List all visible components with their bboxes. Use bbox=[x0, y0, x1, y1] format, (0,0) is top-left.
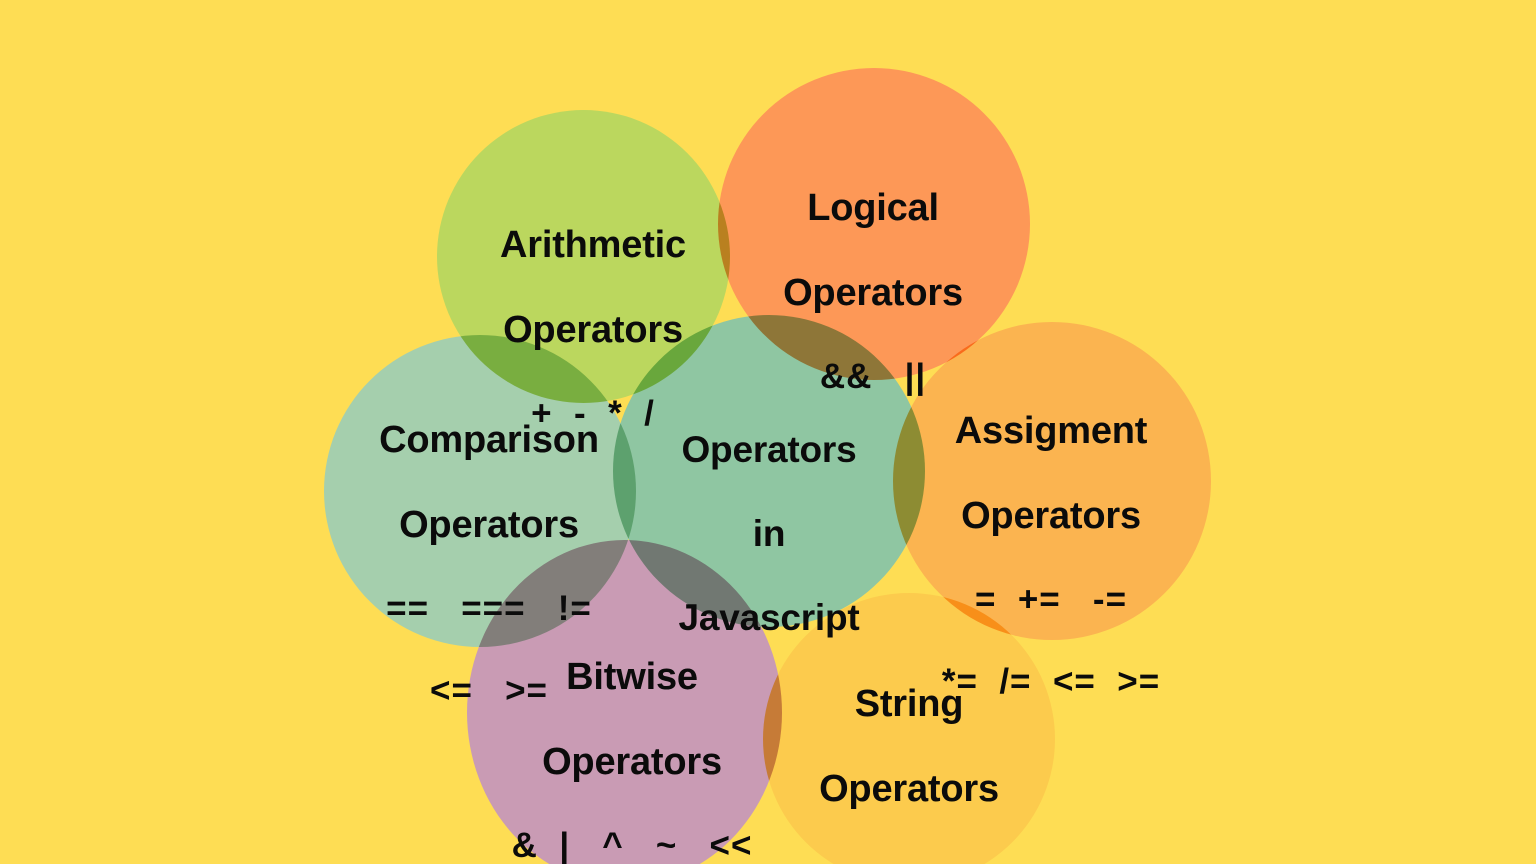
arithmetic-title-line2: Operators bbox=[503, 309, 683, 352]
string-title-line1: String bbox=[854, 683, 964, 726]
comparison-title-line2: Operators bbox=[399, 504, 579, 547]
label-arithmetic: Arithmetic Operators + - * / bbox=[443, 183, 743, 475]
center-line3: Javascript bbox=[678, 597, 860, 639]
assignment-title-line2: Operators bbox=[961, 495, 1141, 538]
assignment-operators-line1: = += -= bbox=[974, 579, 1128, 619]
assignment-title-line1: Assigment bbox=[954, 410, 1148, 453]
label-bitwise: Bitwise Operators & | ^ ~ << >> >>> bbox=[477, 615, 787, 864]
label-string: String Operators bbox=[759, 642, 1059, 852]
circle-string bbox=[763, 593, 1055, 864]
assignment-operators-line2: *= /= <= >= bbox=[941, 661, 1161, 701]
center-line1: Operators bbox=[681, 429, 857, 471]
bitwise-operators-line1: & | ^ ~ << bbox=[511, 825, 753, 864]
comparison-operators-line1: == === != bbox=[386, 588, 592, 628]
circle-assignment bbox=[893, 322, 1211, 640]
label-logical: Logical Operators && || bbox=[723, 146, 1023, 438]
circle-comparison bbox=[324, 335, 636, 647]
label-comparison: Comparison Operators == === != <= >= bbox=[339, 378, 639, 751]
center-line2: in bbox=[752, 513, 786, 555]
circle-center bbox=[613, 315, 925, 627]
label-assignment: Assigment Operators = += -= *= /= <= >= bbox=[901, 369, 1201, 742]
comparison-title-line1: Comparison bbox=[379, 419, 599, 462]
comparison-operators-line2: <= >= bbox=[430, 670, 548, 710]
label-center: Operators in Javascript bbox=[619, 388, 919, 680]
arithmetic-operators-line1: + - * / bbox=[531, 393, 655, 433]
string-title-line2: Operators bbox=[819, 768, 999, 811]
logical-title-line1: Logical bbox=[807, 187, 939, 230]
logical-title-line2: Operators bbox=[783, 272, 963, 315]
arithmetic-title-line1: Arithmetic bbox=[500, 224, 686, 267]
bitwise-title-line2: Operators bbox=[542, 741, 722, 784]
logical-operators-line1: && || bbox=[819, 356, 927, 396]
bitwise-title-line1: Bitwise bbox=[566, 656, 698, 699]
